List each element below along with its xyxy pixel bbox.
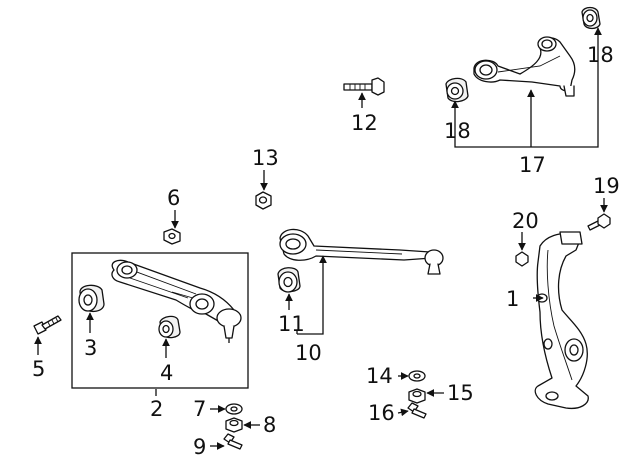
bushing-11 [277,267,301,293]
callout-10: 10 [295,341,322,365]
assembly-box [71,252,249,389]
washer-14 [408,370,426,382]
callout-20: 20 [512,209,539,233]
nut-6 [163,228,181,245]
bolt-20 [515,251,529,267]
lower-control-arm-group [71,252,249,389]
washer-7 [225,403,243,415]
callout-2: 2 [150,397,163,421]
bolt-19 [587,213,611,231]
callout-13: 13 [252,146,279,170]
callout-5: 5 [32,357,45,381]
callout-18b: 18 [587,43,614,67]
nut-13 [255,191,272,210]
callout-labels: 1 2 3 4 5 6 7 8 9 10 11 12 13 14 15 16 1… [32,43,620,459]
callout-19: 19 [593,174,620,198]
callout-18a: 18 [444,119,471,143]
callout-6: 6 [167,186,180,210]
callout-17: 17 [519,153,546,177]
callout-1: 1 [506,287,519,311]
nut-15 [408,388,426,404]
front-lower-arm-10 [279,228,444,275]
callout-3: 3 [84,336,97,360]
nut-8 [225,417,243,433]
bushing-18a [445,77,469,103]
steering-knuckle-1 [534,231,589,410]
bolt-16 [407,402,427,419]
callout-7: 7 [193,397,206,421]
bolt-9 [223,433,243,450]
bolt-12 [343,77,385,96]
upper-control-arm-17 [473,36,576,97]
callout-16: 16 [368,401,395,425]
callout-14: 14 [366,364,393,388]
callout-11: 11 [278,312,305,336]
lower-control-arm [111,259,242,343]
bushing-3 [78,284,105,313]
callout-8: 8 [263,413,276,437]
leader-lines [34,27,608,450]
callout-12: 12 [351,111,378,135]
bushing-4 [158,315,181,339]
bushing-18b [581,6,601,30]
callout-4: 4 [160,361,173,385]
callout-15: 15 [447,381,474,405]
bolt-5 [33,315,62,335]
callout-9: 9 [193,435,206,459]
